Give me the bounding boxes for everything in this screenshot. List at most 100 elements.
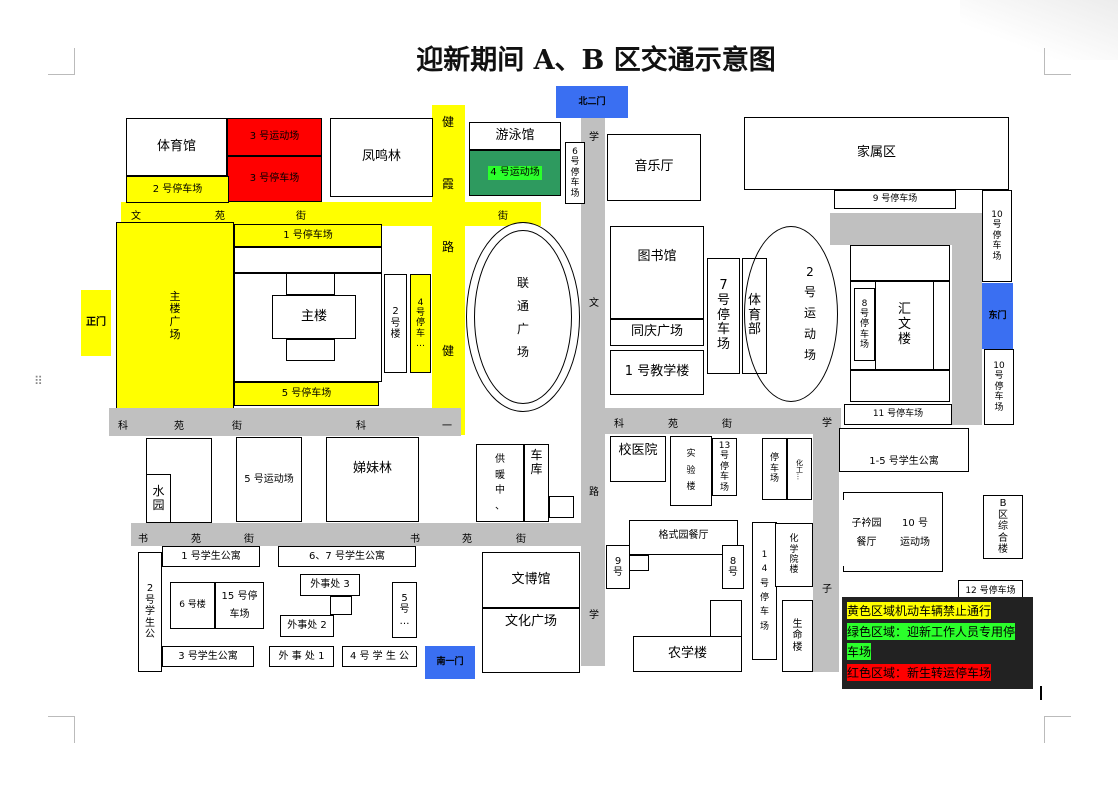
zhulou-plaza[interactable]: 主楼广场 <box>116 222 234 410</box>
yinyueting[interactable]: 音乐厅 <box>607 134 701 201</box>
south1-gate[interactable]: 南一门 <box>425 646 475 679</box>
page-corner-bl <box>48 716 75 743</box>
jiashuqu[interactable]: 家属区 <box>744 117 1009 190</box>
nongxue-annex <box>710 600 742 637</box>
keyuan-e-label-3: 街 <box>722 419 732 430</box>
waishichu-1[interactable]: 外 事 处 1 <box>269 646 334 667</box>
ziyuan-canting[interactable]: 子衿园餐厅 <box>843 500 890 566</box>
shengminglou[interactable]: 生命楼 <box>782 600 813 672</box>
yundongchang-5[interactable]: 5 号运动场 <box>236 437 302 522</box>
jianxia-label-4: 健 <box>442 344 455 358</box>
wenboguan[interactable]: 文博馆 <box>482 552 580 608</box>
tingchechang-3[interactable]: 3 号停车场 <box>227 156 322 202</box>
north2-gate[interactable]: 北二门 <box>556 86 628 118</box>
tingchechang-5[interactable]: 5 号停车场 <box>234 382 379 406</box>
keyuan-street-east <box>605 408 841 434</box>
waishichu-2[interactable]: 外事处 2 <box>280 615 334 637</box>
map-title: 迎新期间 A、B 区交通示意图 <box>416 45 776 76</box>
legend-red: 红色区域：新生转运停车场 <box>847 664 992 681</box>
page-corner-br <box>1044 716 1071 743</box>
dimeilin[interactable]: 娣妹林 <box>326 437 419 522</box>
east-gate[interactable]: 东门 <box>982 283 1013 349</box>
tiyuguan[interactable]: 体育馆 <box>126 118 227 176</box>
tingchechang-9[interactable]: 9 号停车场 <box>834 190 956 209</box>
wenhua-plaza[interactable]: 文化广场 <box>482 608 580 673</box>
chemistry-annex[interactable]: 化工… <box>787 438 812 500</box>
yundongchang-4[interactable]: 4 号运动场 <box>469 150 561 196</box>
xuezi-label-2: 子 <box>822 584 832 595</box>
waishichu-3-annex <box>330 596 352 615</box>
cheku[interactable]: 车库 <box>524 444 549 522</box>
jiaoxuelou-1[interactable]: 1 号教学楼 <box>610 350 704 395</box>
zhulou-top-wing <box>286 273 335 295</box>
legend-green-line1: 绿色区域：迎新工作人员专用停 <box>847 623 1016 640</box>
youyongguan[interactable]: 游泳馆 <box>469 122 561 150</box>
xiaoyiyuan[interactable]: 校医院 <box>610 436 666 482</box>
drag-handle-icon[interactable]: ⠿ <box>34 374 43 388</box>
wenyuan-label-3: 街 <box>296 211 306 222</box>
huaxueyuan-lou[interactable]: 化学院楼 <box>775 523 813 587</box>
yundongchang-10[interactable]: 10 号运动场 <box>890 500 940 566</box>
keyuan-w-label-4: 科 <box>356 421 366 432</box>
shuiyuan[interactable]: 水园 <box>146 474 171 523</box>
text-cursor <box>1040 686 1042 700</box>
fengminglin[interactable]: 凤鸣林 <box>330 118 433 197</box>
xuezi-road <box>813 408 839 672</box>
shuyuan-label-2: 苑 <box>191 534 201 545</box>
geshiyuan-canting[interactable]: 格式园餐厅 <box>629 520 738 555</box>
nongxuelou[interactable]: 农学楼 <box>633 636 742 672</box>
page-corner-tl <box>48 48 75 75</box>
shuyuan-label-6: 街 <box>516 534 526 545</box>
waishichu-3[interactable]: 外事处 3 <box>300 574 360 596</box>
gongnuan-zhongxin[interactable]: 供暖中、 <box>476 444 524 522</box>
tingchechang-east-small[interactable]: 停车场 <box>762 438 787 500</box>
keyuan-w-label-2: 苑 <box>174 421 184 432</box>
keyuan-e-label-2: 苑 <box>668 419 678 430</box>
huiwen-south-wing <box>850 370 950 402</box>
xuesheng-gongyu-4[interactable]: 4 号 学 生 公 <box>342 646 417 667</box>
keyuan-w-label-1: 科 <box>118 421 128 432</box>
tingchechang-15[interactable]: 15 号停车场 <box>215 582 264 629</box>
huiwenlou[interactable]: 汇文楼 <box>875 281 934 370</box>
keyuan-e-label-1: 科 <box>614 419 624 430</box>
shuyuan-label-4: 书 <box>410 534 420 545</box>
cheku-annex <box>549 496 574 518</box>
wenxue-label-4: 学 <box>589 610 599 621</box>
lou-6[interactable]: 6 号楼 <box>170 582 215 629</box>
yundongchang-3[interactable]: 3 号运动场 <box>227 118 322 156</box>
shiyanlou[interactable]: 实验楼 <box>670 436 712 506</box>
tushuguan[interactable]: 图书馆 <box>610 226 704 319</box>
shuyuan-street <box>131 523 581 546</box>
geshiyuan-wing-w <box>629 555 649 571</box>
jianxia-label-3: 路 <box>442 240 455 254</box>
wenyuan-label-2: 苑 <box>215 211 225 222</box>
huiwen-north-wing <box>850 245 950 281</box>
xuesheng-gongyu-3[interactable]: 3 号学生公寓 <box>162 646 254 667</box>
tongqing-plaza[interactable]: 同庆广场 <box>610 319 704 346</box>
tingchechang-2[interactable]: 2 号停车场 <box>126 176 229 203</box>
liantong-plaza[interactable]: 联通广场 <box>474 230 572 404</box>
zhulou[interactable]: 主楼 <box>272 295 356 339</box>
xuesheng-gongyu-1-5[interactable]: 1-5 号学生公寓 <box>839 428 969 472</box>
xuesheng-gongyu-1[interactable]: 1 号学生公寓 <box>162 546 260 567</box>
tingchechang-1[interactable]: 1 号停车场 <box>234 224 382 247</box>
xuesheng-gongyu-6-7[interactable]: 6、7 号学生公寓 <box>278 546 416 567</box>
main-gate[interactable]: 正门 <box>81 290 111 356</box>
tingchechang-11[interactable]: 11 号停车场 <box>844 404 952 425</box>
wenyuan-label-4: 街 <box>498 211 508 222</box>
